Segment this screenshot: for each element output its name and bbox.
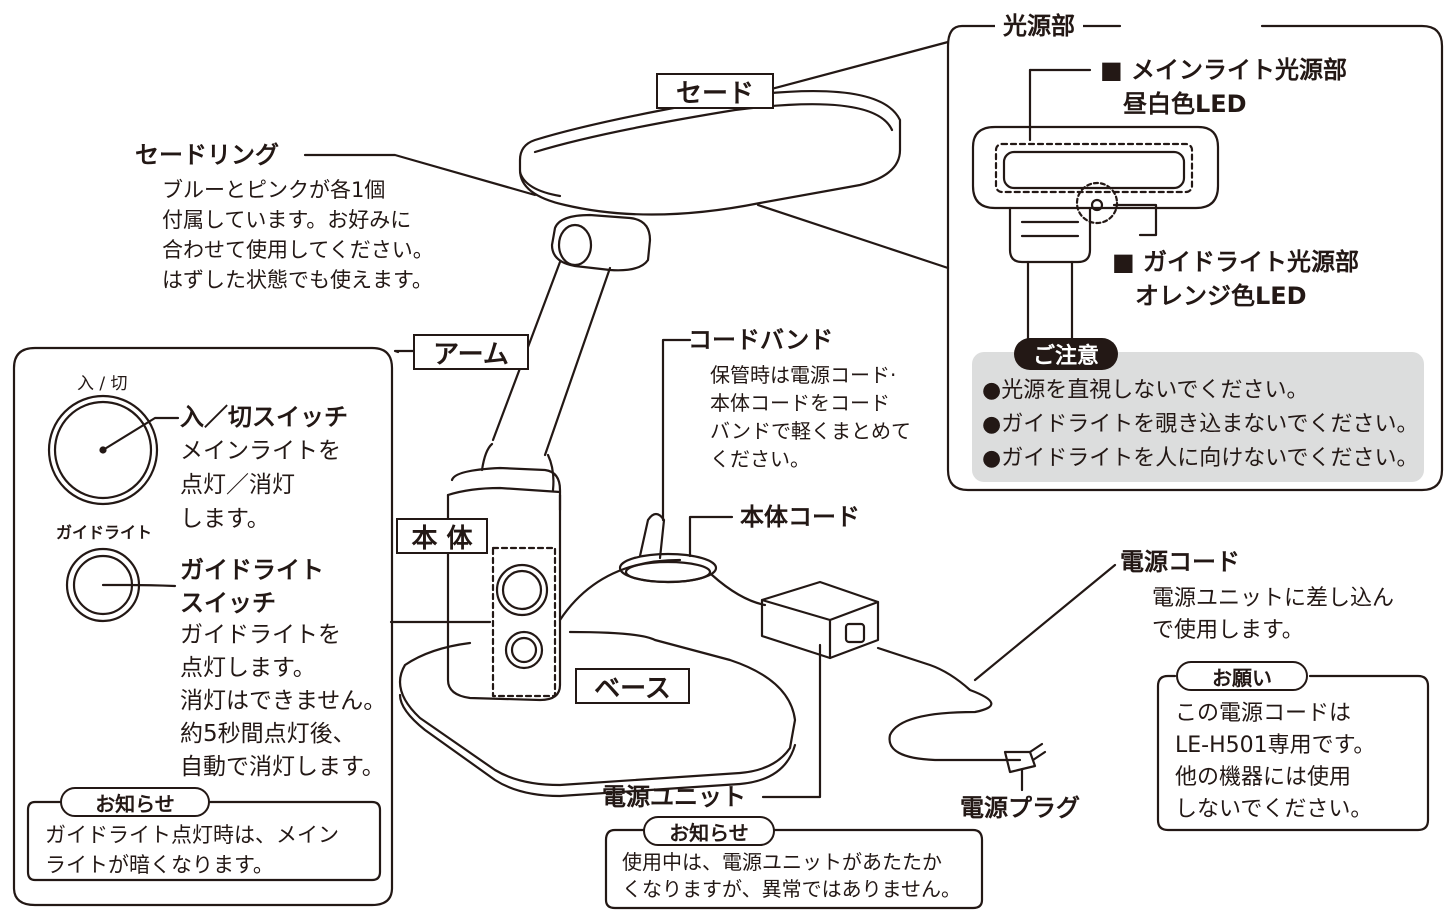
cord-band-desc: 保管時は電源コード· [710, 363, 897, 387]
switch-panel-frame [12, 346, 394, 907]
cord-band-desc: 本体コードをコード [710, 391, 890, 415]
guide-switch-desc: 約5秒間点灯後、 [180, 721, 356, 747]
panel-notice-desc: ライトが暗くなります。 [45, 853, 274, 877]
power-cord-title: 電源コード [1120, 548, 1240, 576]
arm-label: アーム [413, 334, 529, 370]
request-badge: お願い [1176, 661, 1308, 691]
power-switch-caption: 入 / 切 [77, 374, 128, 394]
power-unit-label: 電源ユニット [602, 783, 746, 811]
caution-panel [972, 352, 1424, 482]
lamp-base [398, 630, 797, 787]
lamp-shade [518, 90, 902, 216]
cord-band-desc: バンドで軽くまとめて [710, 419, 911, 443]
body-cord-label: 本体コード [740, 503, 860, 531]
guide-light-subtitle: オレンジ色LED [1135, 282, 1307, 310]
guide-switch-caption: ガイドライト [56, 523, 153, 542]
shade-ring-title: セードリング [135, 141, 279, 169]
request-desc: この電源コードは [1175, 701, 1352, 726]
light-source-title: 光源部 [995, 14, 1083, 38]
shade-label: セード [656, 73, 774, 109]
shade-ring-desc: はずした状態でも使えます。 [162, 268, 433, 292]
cord-band-desc: ください。 [710, 447, 810, 471]
caution-item: ●ガイドライトを覗き込まないでください。 [982, 412, 1419, 437]
guide-light-title: ■ ガイドライト光源部 [1112, 248, 1360, 276]
guide-switch-desc: 自動で消灯します。 [180, 754, 385, 780]
power-switch-desc: します。 [180, 506, 270, 532]
power-switch-desc: メインライトを [180, 438, 341, 464]
unit-notice-desc: 使用中は、電源ユニットがあたたか [622, 850, 942, 874]
request-desc: しないでください。 [1175, 797, 1373, 822]
guide-switch-desc: 点灯します。 [180, 655, 316, 681]
caution-item: ●光源を直視しないでください。 [982, 378, 1309, 403]
main-light-title: ■ メインライト光源部 [1100, 56, 1348, 84]
power-cord-desc: 電源ユニットに差し込ん [1152, 586, 1395, 611]
guide-switch-desc: ガイドライトを [180, 622, 341, 648]
caution-item: ●ガイドライトを人に向けないでください。 [982, 446, 1419, 471]
request-desc: 他の機器には使用 [1175, 765, 1352, 790]
body-label: 本 体 [396, 518, 488, 554]
panel-notice-badge: お知らせ [60, 787, 210, 817]
shade-ring-desc: ブルーとピンクが各1個 [162, 178, 386, 202]
inset-lamp-head [971, 125, 1220, 210]
unit-notice-badge: お知らせ [643, 816, 775, 846]
power-plug-label: 電源プラグ [960, 794, 1080, 822]
base-label: ベース [575, 668, 690, 704]
power-unit [760, 580, 880, 660]
cord-band-title: コードバンド [688, 326, 834, 354]
guide-switch-title: スイッチ [180, 589, 276, 617]
main-light-subtitle: 昼白色LED [1123, 90, 1247, 118]
panel-notice-desc: ガイドライト点灯時は、メイン [45, 823, 339, 847]
guide-switch-desc: 消灯はできません。 [180, 688, 387, 714]
power-switch-title: 入／切スイッチ [180, 403, 348, 431]
shade-ring-desc: 合わせて使用してください。 [162, 238, 434, 262]
lamp-body [446, 493, 562, 702]
request-desc: LE-H501専用です。 [1175, 733, 1376, 758]
power-switch-desc: 点灯／消灯 [180, 472, 295, 498]
shade-ring-desc: 付属しています。お好みに [162, 208, 412, 232]
unit-notice-desc: くなりますが、異常ではありません。 [622, 877, 961, 901]
caution-badge: ご注意 [1014, 338, 1118, 370]
power-cord-desc: で使用します。 [1152, 618, 1304, 643]
guide-switch-title: ガイドライト [180, 556, 324, 584]
